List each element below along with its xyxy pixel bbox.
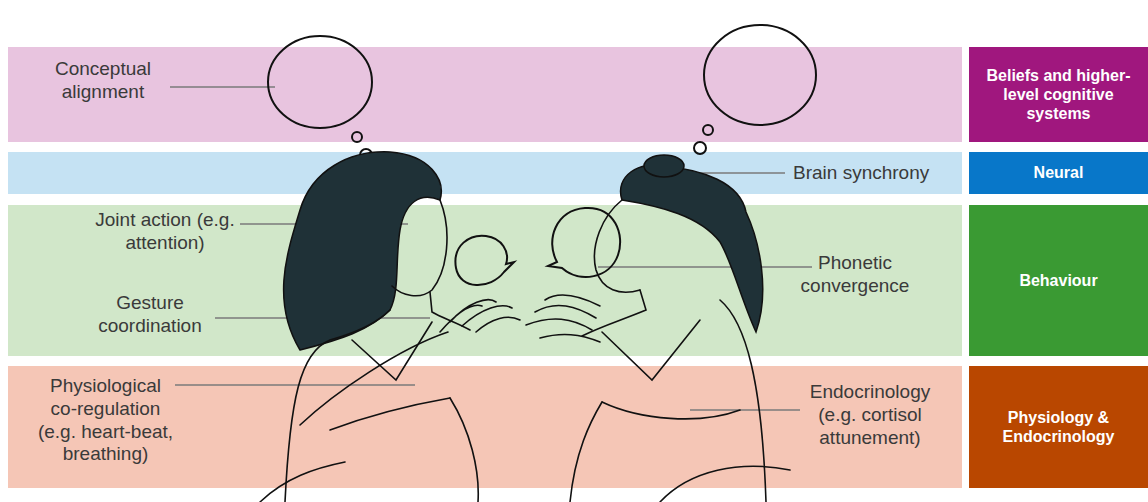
body-outline (285, 310, 390, 502)
body-outline (720, 300, 766, 502)
label-holder: Physiology & Endocrinology (975, 408, 1142, 446)
annotation-label: Phonetic convergence (795, 252, 915, 298)
arm-outline (300, 332, 448, 425)
annotation-label: Conceptual alignment (33, 58, 173, 104)
hair (284, 152, 442, 350)
annotation-label: Physiological co-regulation (e.g. heart-… (36, 375, 175, 466)
annotation-label: Endocrinology (e.g. cortisol attunement) (805, 381, 935, 449)
neck-outline (430, 292, 470, 330)
body-outline (450, 398, 478, 502)
collar-outline (352, 322, 432, 380)
label-holder: Beliefs and higher-level cognitive syste… (975, 66, 1142, 124)
thought-dot (360, 149, 372, 161)
level-label: Behaviour (969, 205, 1148, 356)
waist-outline (330, 398, 450, 430)
annotation-label: Joint action (e.g. attention) (90, 209, 240, 255)
label-holder: Neural (1034, 163, 1084, 182)
level-name: Beliefs and higher-level cognitive syste… (975, 66, 1142, 124)
label-holder: Behaviour (1019, 271, 1097, 290)
hand-outline (440, 300, 520, 332)
leader-line (690, 409, 800, 410)
level-name: Physiology & Endocrinology (975, 408, 1142, 446)
level-band: Conceptual alignment (8, 47, 962, 142)
waist-outline (602, 402, 740, 419)
thought-bubble (704, 25, 816, 125)
thought-bubble (268, 36, 372, 128)
leader-line (598, 266, 812, 267)
level-label: Physiology & Endocrinology (969, 366, 1148, 488)
level-band: Brain synchrony (8, 152, 962, 194)
leader-line (175, 384, 415, 385)
hair (621, 165, 763, 332)
neck-outline (582, 290, 646, 336)
annotation-label: Gesture coordination (85, 292, 215, 338)
annotation-label: Brain synchrony (793, 162, 963, 185)
lap-outline (260, 462, 345, 502)
hand-outline (526, 295, 600, 342)
thought-dot (694, 142, 706, 154)
collar-outline (602, 320, 700, 380)
thought-dot (703, 125, 713, 135)
level-name: Behaviour (1019, 271, 1097, 290)
level-label: Neural (969, 152, 1148, 194)
speech-bubble (455, 236, 514, 285)
hair-bun (644, 155, 684, 177)
thought-dot (352, 132, 362, 142)
leader-line (215, 317, 430, 318)
level-name: Neural (1034, 163, 1084, 182)
speech-bubble (548, 208, 620, 277)
leader-line (170, 86, 275, 87)
level-band: Joint action (e.g. attention) Gesture coo… (8, 205, 962, 356)
leader-line (240, 223, 408, 224)
level-band: Physiological co-regulation (e.g. heart-… (8, 366, 962, 488)
leader-line (680, 172, 785, 173)
level-label: Beliefs and higher-level cognitive syste… (969, 47, 1148, 142)
face-outline (594, 200, 640, 292)
face-outline (392, 200, 447, 296)
body-outline (570, 402, 602, 502)
lap-outline (660, 466, 790, 502)
